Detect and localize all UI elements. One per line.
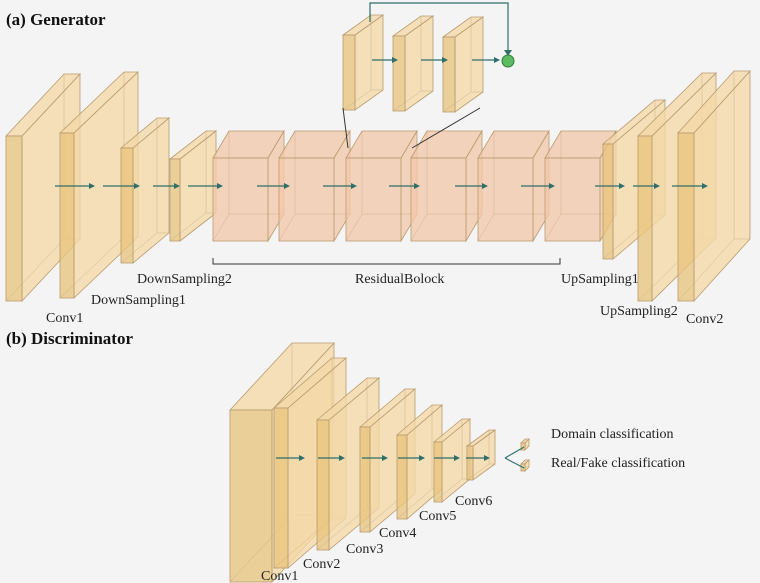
gen-flow-arrow-3	[153, 183, 180, 189]
disc-conv6-label: Conv6	[455, 494, 492, 509]
gen-conv2-block	[677, 69, 751, 303]
disc-realfake-output-block	[520, 459, 530, 472]
gen-flow-arrow-9	[521, 183, 555, 189]
discriminator-title: (b) Discriminator	[6, 329, 133, 348]
generator-title: (a) Generator	[6, 10, 106, 29]
disc-conv5-label: Conv5	[419, 509, 456, 524]
skip-connection	[369, 2, 512, 56]
gen-residual-label: ResidualBolock	[355, 272, 444, 287]
gen-upsampling2-label: UpSampling2	[600, 304, 678, 319]
disc-conv1-label: Conv1	[261, 569, 298, 583]
disc-conv3-label: Conv3	[346, 542, 383, 557]
gen-upsampling1-label: UpSampling1	[561, 272, 639, 287]
disc-flow-arrow-3	[362, 455, 388, 461]
gen-residual-block-3	[345, 129, 418, 243]
gen-conv2-label: Conv2	[686, 312, 723, 327]
disc-conv6-block	[432, 418, 472, 503]
disc-conv5-block	[395, 404, 444, 520]
zoom-conv-b	[391, 15, 435, 112]
realfake-classification-label: Real/Fake classification	[551, 456, 685, 471]
gen-conv1-label: Conv1	[46, 311, 83, 326]
zoom-flow-arrow-1	[372, 57, 398, 63]
sum-node	[501, 54, 515, 68]
gen-flow-arrow-11	[633, 183, 660, 189]
disc-flow-arrow-5	[434, 455, 460, 461]
gen-flow-arrow-5	[257, 183, 290, 189]
disc-flow-arrow-6	[466, 455, 490, 461]
output-fork	[504, 446, 525, 469]
disc-conv4-label: Conv4	[379, 526, 416, 541]
residual-zoom-connector	[342, 107, 481, 149]
gen-flow-arrow-6	[323, 183, 357, 189]
disc-flow-arrow-2	[318, 455, 345, 461]
zoom-conv-c	[441, 16, 485, 113]
gen-downsampling1-label: DownSampling1	[91, 293, 186, 308]
gen-downsampling2-block	[119, 117, 171, 264]
gen-flow-arrow-4	[188, 183, 223, 189]
gen-flow-arrow-12	[672, 183, 708, 189]
gen-flow-arrow-2	[103, 183, 140, 189]
gen-flow-arrow-1	[55, 183, 95, 189]
gen-flow-arrow-7	[389, 183, 420, 189]
disc-domain-output-block	[520, 438, 530, 451]
gen-downsampling2-label: DownSampling2	[137, 272, 232, 287]
domain-classification-label: Domain classification	[551, 427, 673, 442]
disc-flow-arrow-1	[276, 455, 305, 461]
residual-bracket	[212, 258, 561, 265]
zoom-flow-arrow-2	[421, 57, 448, 63]
zoom-flow-arrow-3	[472, 57, 500, 63]
disc-conv2-label: Conv2	[303, 557, 340, 572]
disc-flow-arrow-4	[398, 455, 425, 461]
gen-flow-arrow-10	[595, 183, 625, 189]
gen-flow-arrow-8	[455, 183, 488, 189]
zoom-conv-a	[341, 14, 385, 111]
disc-conv7-block	[465, 429, 497, 481]
